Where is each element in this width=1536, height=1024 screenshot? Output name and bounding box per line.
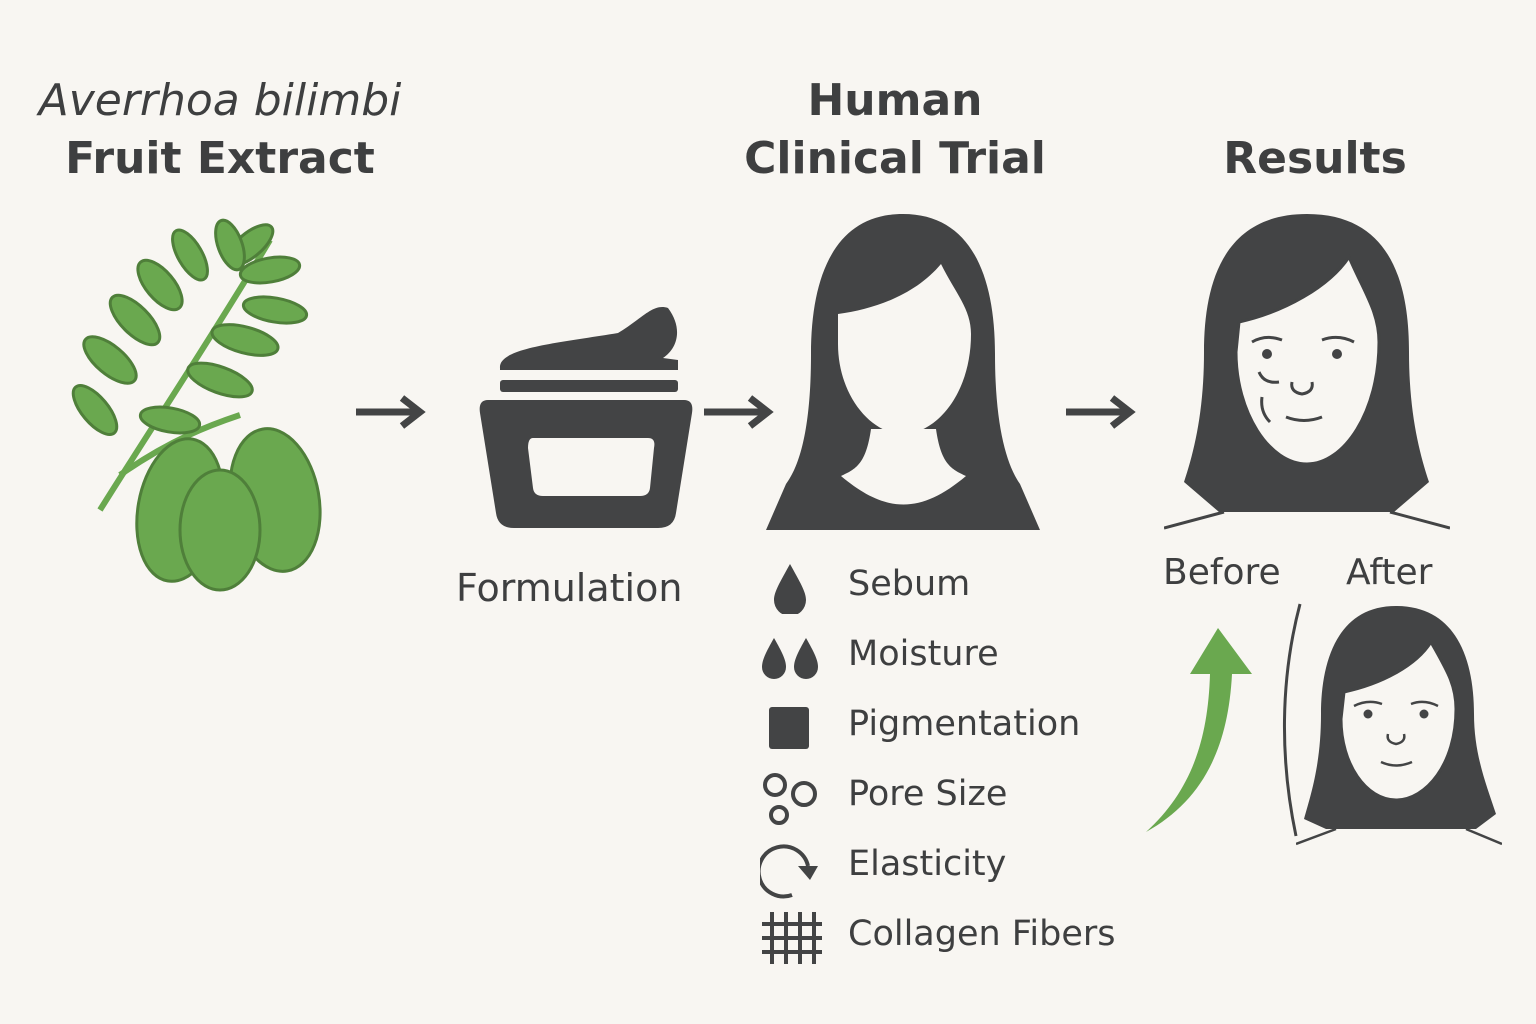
trial-title: Human Clinical Trial [690,72,1100,188]
improvement-arrow-icon [1146,628,1252,832]
trial-title-line1: Human [807,75,983,126]
drop-icon [774,564,806,614]
trial-title-line2: Clinical Trial [744,133,1046,184]
results-title: Results [1223,133,1407,184]
measure-label: Pigmentation [848,704,1081,744]
measures-list: Sebum Moisture Pigmentation Pore Size El… [760,560,1140,980]
grid-icon [762,912,822,964]
double-drop-icon [762,638,818,679]
measure-item-moisture: Moisture [760,630,1140,700]
arrow-right-icon [356,395,426,429]
measure-label: Moisture [848,634,999,674]
measure-item-sebum: Sebum [760,560,1140,630]
measure-item-collagen: Collagen Fibers [760,910,1140,980]
measure-label: Collagen Fibers [848,914,1116,954]
measure-label: Elasticity [848,844,1007,884]
after-label: After [1346,552,1433,593]
measure-item-pigmentation: Pigmentation [760,700,1140,770]
woman-silhouette-icon [766,214,1040,530]
circles-icon [763,773,817,825]
measure-label: Pore Size [848,774,1008,814]
extract-title-sub: Fruit Extract [65,133,375,184]
measure-item-pore-size: Pore Size [760,770,1140,840]
woman-face-before-icon [1164,214,1450,530]
square-icon [769,707,809,749]
formulation-label: Formulation [456,566,683,610]
extract-title: Averrhoa bilimbi Fruit Extract [0,72,440,188]
divider-line [1283,603,1302,837]
extract-title-species: Averrhoa bilimbi [38,75,402,126]
cream-jar-icon [479,307,693,528]
arrow-right-icon [1066,395,1136,429]
measure-item-elasticity: Elasticity [760,840,1140,910]
circular-arrow-icon [760,844,818,899]
woman-face-after-icon [1296,606,1502,846]
measure-label: Sebum [848,564,971,604]
before-label: Before [1163,552,1281,593]
arrow-right-icon [704,395,774,429]
bilimbi-plant-icon [71,218,322,592]
